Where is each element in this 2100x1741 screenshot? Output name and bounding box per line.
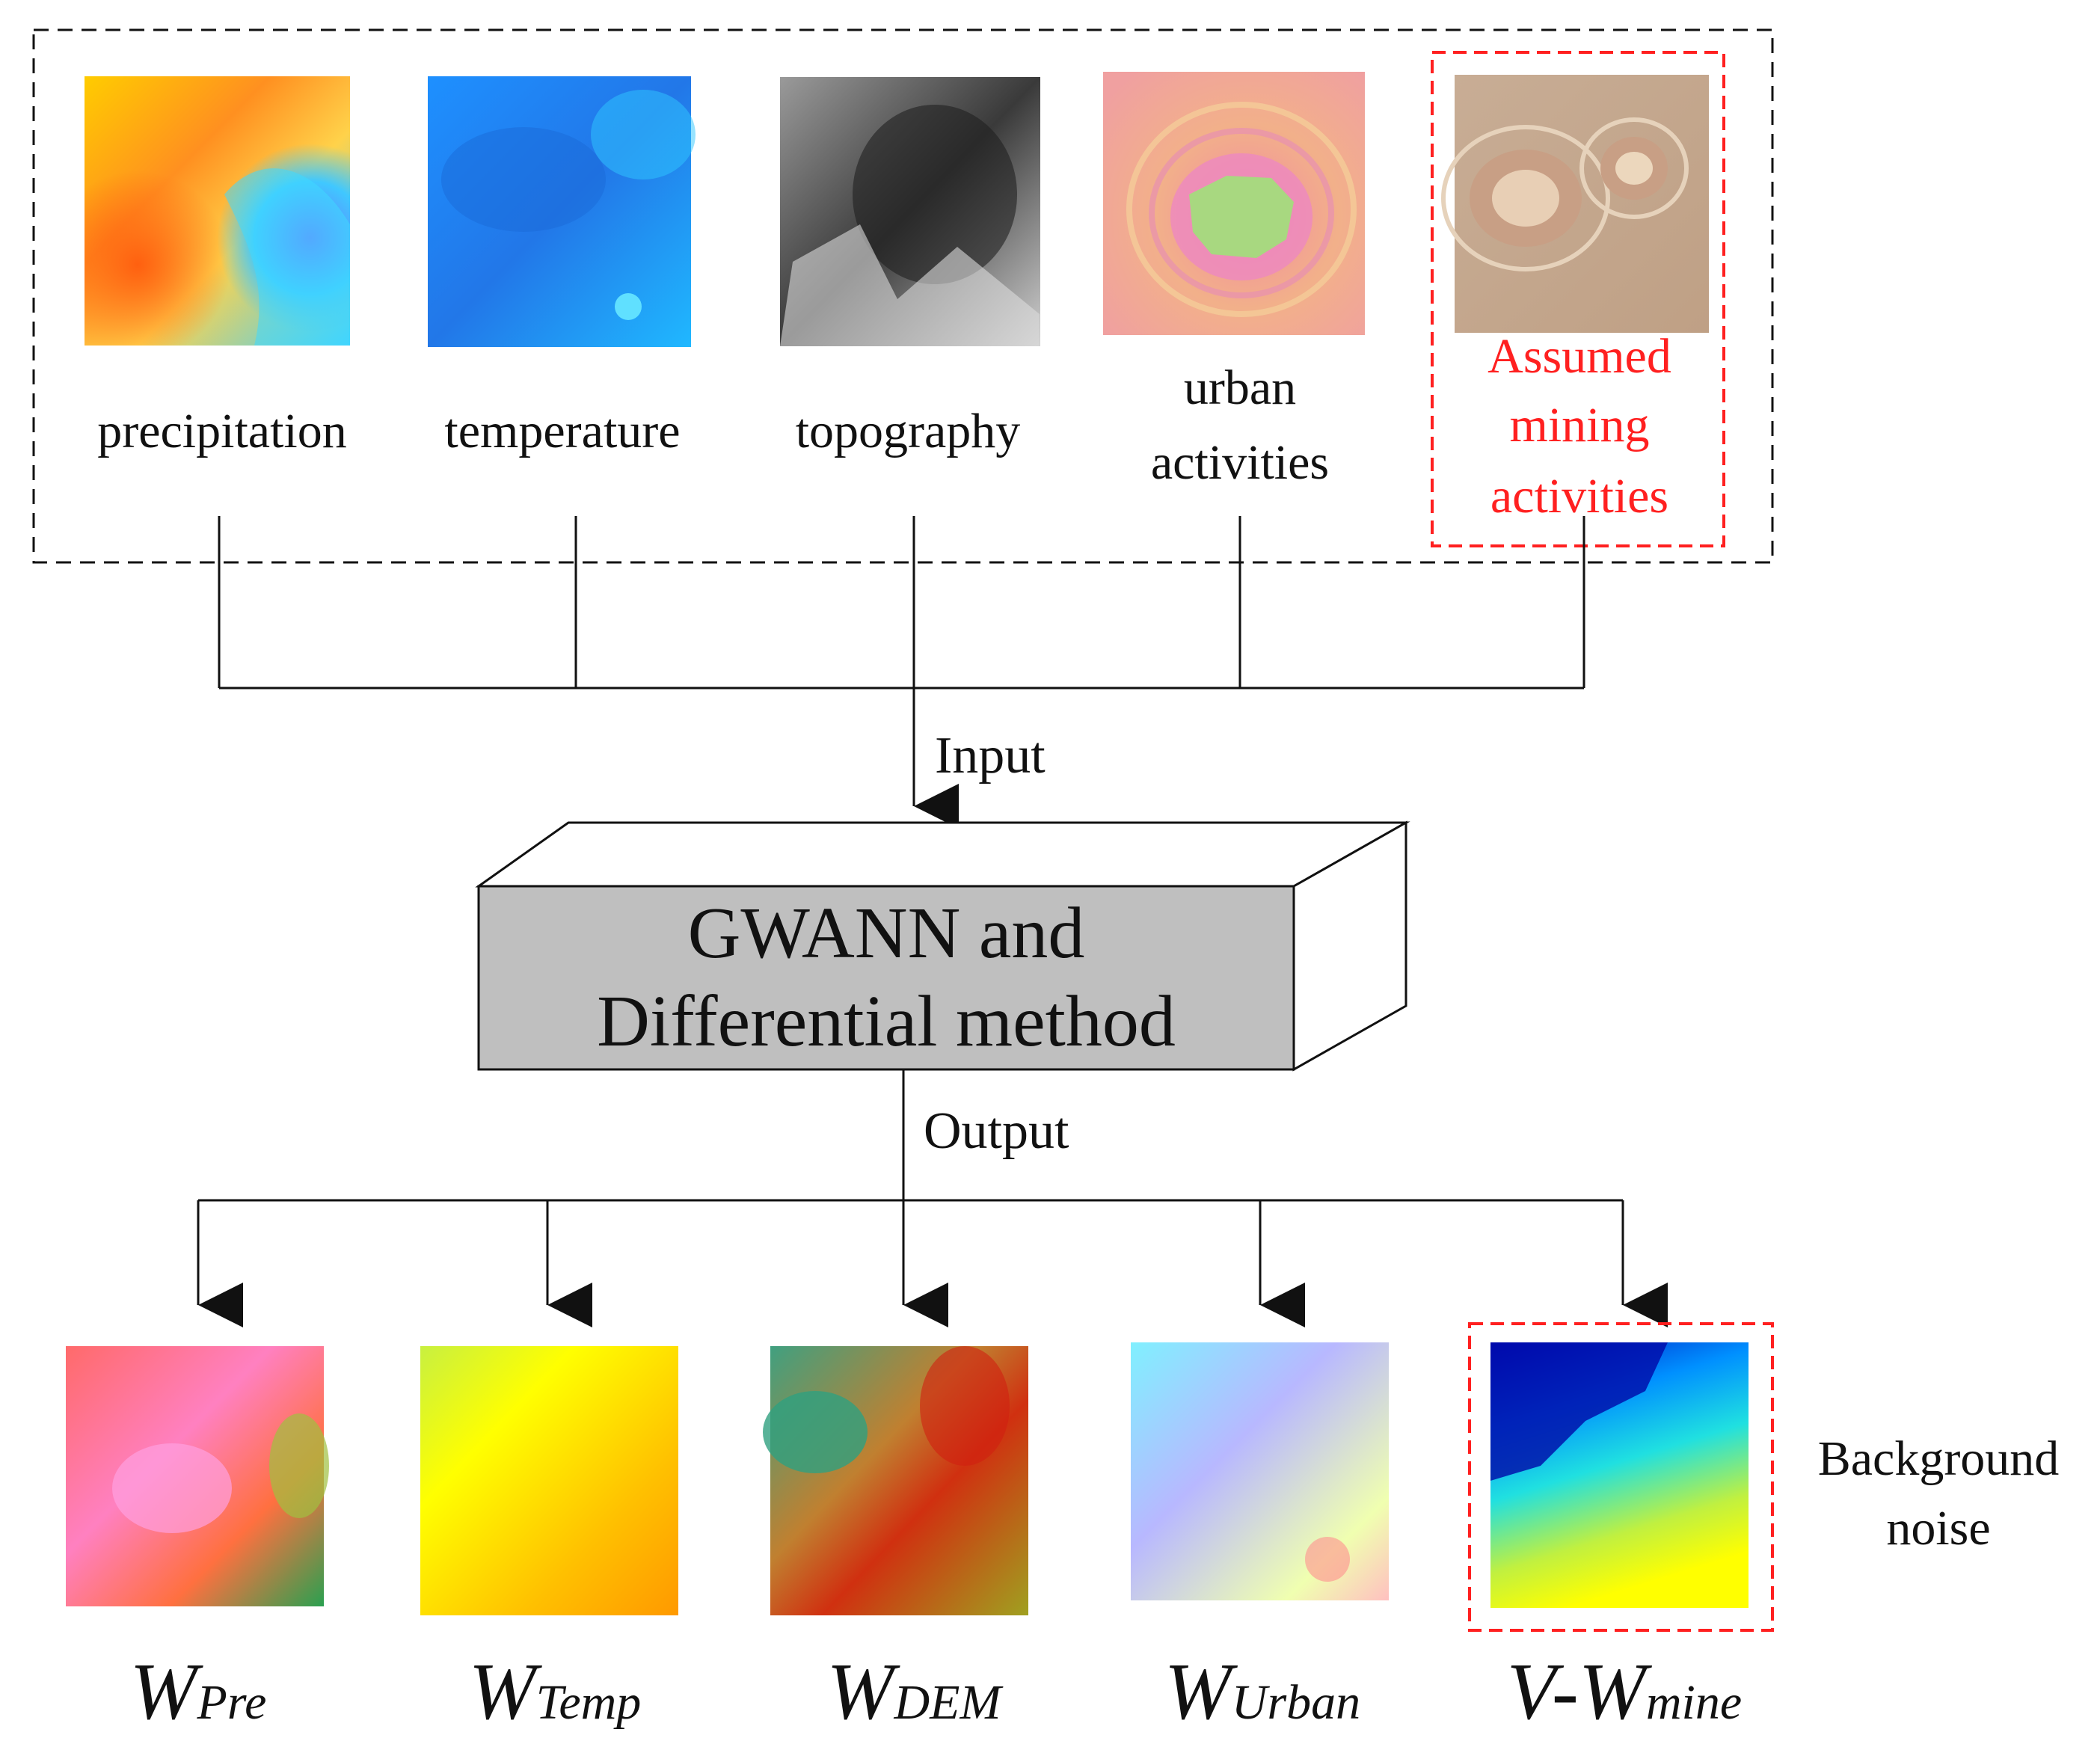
output-image-w-pre [66, 1346, 329, 1606]
mining-highlight-frame [1431, 51, 1725, 547]
output-image-w-dem [763, 1346, 1028, 1615]
output-label-w-temp: WTemp [469, 1648, 642, 1737]
input-flow-label: Input [935, 727, 1046, 784]
input-image-urban [1103, 72, 1365, 335]
output-image-w-temp [420, 1346, 678, 1615]
output-label-w-dem: WDEM [827, 1648, 1004, 1737]
input-image-mining [1441, 75, 1709, 333]
input-label-topography: topography [796, 404, 1021, 458]
input-label-mining-line3: activities [1490, 469, 1668, 523]
output-label-v-w-mine-main: V-W [1507, 1648, 1653, 1737]
noise-highlight-frame [1468, 1322, 1774, 1632]
output-image-v-w-mine [1490, 1342, 1749, 1608]
output-label-w-dem-sub: DEM [894, 1675, 1004, 1730]
input-label-urban-line2: activities [1151, 435, 1329, 490]
input-label-urban-line1: urban [1184, 360, 1296, 415]
output-label-w-temp-main: W [469, 1648, 543, 1737]
output-label-v-w-mine: V-Wmine [1507, 1648, 1742, 1737]
output-label-w-temp-sub: Temp [536, 1675, 642, 1730]
output-label-w-pre: WPre [130, 1648, 267, 1737]
output-flow-label: Output [924, 1102, 1069, 1160]
side-note-line2: noise [1886, 1501, 1990, 1556]
side-note-line1: Background [1818, 1431, 2060, 1486]
output-label-w-dem-main: W [827, 1648, 901, 1737]
output-connectors [197, 1069, 1668, 1327]
output-label-w-urban-main: W [1164, 1648, 1238, 1737]
input-image-topography [780, 77, 1040, 346]
inputs-group-frame [32, 28, 1774, 564]
input-label-precipitation: precipitation [97, 404, 347, 458]
model-box-line1: GWANN and [688, 893, 1085, 974]
model-box-line2: Differential method [597, 981, 1176, 1062]
output-label-w-urban-sub: Urban [1232, 1675, 1360, 1730]
output-label-v-w-mine-sub: mine [1646, 1675, 1742, 1730]
input-connectors [218, 516, 1585, 829]
output-label-w-pre-sub: Pre [197, 1675, 267, 1730]
output-label-w-urban: WUrban [1164, 1648, 1360, 1737]
input-label-mining-line2: mining [1509, 398, 1649, 452]
input-label-mining-line1: Assumed [1488, 329, 1671, 384]
model-box [475, 820, 1410, 1072]
input-label-temperature: temperature [444, 404, 680, 458]
input-image-temperature [428, 76, 696, 347]
output-image-w-urban [1131, 1342, 1389, 1600]
input-image-precipitation [85, 76, 350, 346]
output-label-w-pre-main: W [130, 1648, 204, 1737]
